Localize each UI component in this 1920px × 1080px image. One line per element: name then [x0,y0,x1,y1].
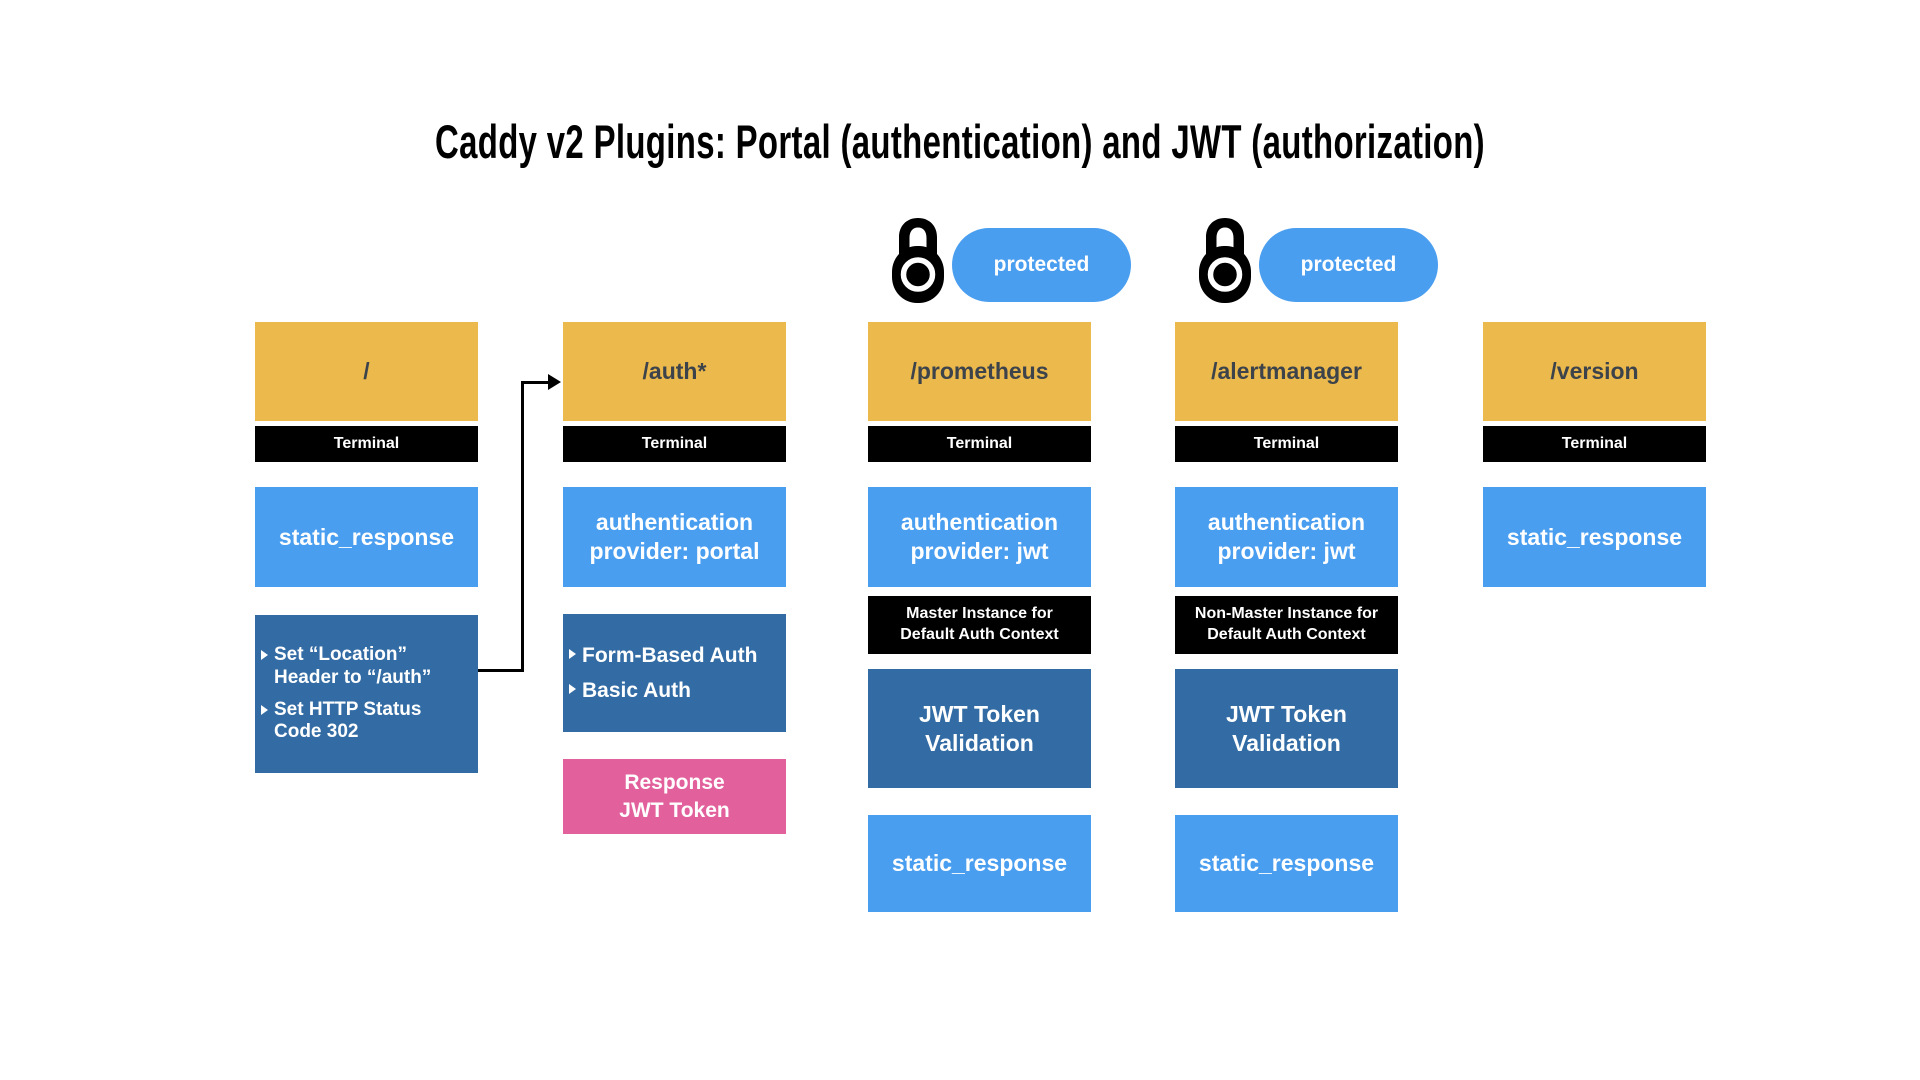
static-response-box: static_response [1483,487,1706,587]
auth-provider-box: authentication provider: jwt [868,487,1091,587]
static-response-box: static_response [255,487,478,587]
route-box: / [255,322,478,421]
auth-context-bar: Non-Master Instance for Default Auth Con… [1175,596,1398,654]
protected-badge: protected [1259,228,1438,302]
bullet-triangle-icon [261,704,268,715]
context-line: Default Auth Context [1207,626,1366,643]
response-line: Response [624,771,725,795]
detail-item: Basic Auth [569,678,778,703]
column-version: /version Terminal static_response [1483,215,1706,935]
column-auth: /auth* Terminal authentication provider:… [563,215,786,935]
static-response-box: static_response [1175,815,1398,912]
jwt-validation-box: JWT Token Validation [868,669,1091,788]
auth-provider-box: authentication provider: portal [563,487,786,587]
detail-item-label: Set HTTP Status Code 302 [274,698,422,743]
response-jwt-token-box: Response JWT Token [563,759,786,834]
arrow-line [521,381,549,384]
bullet-triangle-icon [569,649,576,660]
response-line: JWT Token [619,798,730,822]
column-root: / Terminal static_response Set “Location… [255,215,478,935]
arrow-head-icon [548,374,561,390]
terminal-bar: Terminal [1483,426,1706,462]
column-alertmanager: protected /alertmanager Terminal authent… [1175,215,1438,935]
auth-methods-box: Form-Based Auth Basic Auth [563,614,786,732]
arrow-line [521,381,524,672]
detail-item: Form-Based Auth [569,643,778,668]
context-line: Default Auth Context [900,626,1059,643]
column-prometheus: protected /prometheus Terminal authentic… [868,215,1131,935]
route-box: /auth* [563,322,786,421]
route-box: /prometheus [868,322,1091,421]
diagram-title: Caddy v2 Plugins: Portal (authentication… [435,115,1485,168]
detail-item-label: Basic Auth [582,678,691,702]
terminal-bar: Terminal [563,426,786,462]
protected-badge: protected [952,228,1131,302]
bullet-triangle-icon [569,683,576,694]
jwt-validation-box: JWT Token Validation [1175,669,1398,788]
context-line: Non-Master Instance for [1194,605,1379,623]
terminal-bar: Terminal [868,426,1091,462]
redirect-detail-box: Set “Location” Header to “/auth” Set HTT… [255,615,478,773]
auth-provider-box: authentication provider: jwt [1175,487,1398,587]
context-line: Master Instance for [906,605,1053,623]
route-box: /version [1483,322,1706,421]
route-box: /alertmanager [1175,322,1398,421]
static-response-box: static_response [868,815,1091,912]
detail-item: Set “Location” Header to “/auth” [261,644,470,690]
arrow-line [478,669,524,672]
padlock-icon [1199,218,1251,303]
detail-item-label: Set “Location” Header to “/auth” [274,643,432,688]
bullet-triangle-icon [261,649,268,660]
terminal-bar: Terminal [255,426,478,462]
detail-item-label: Form-Based Auth [582,644,758,668]
terminal-bar: Terminal [1175,426,1398,462]
padlock-icon [892,218,944,303]
detail-item: Set HTTP Status Code 302 [261,699,470,745]
auth-context-bar: Master Instance for Default Auth Context [868,596,1091,654]
